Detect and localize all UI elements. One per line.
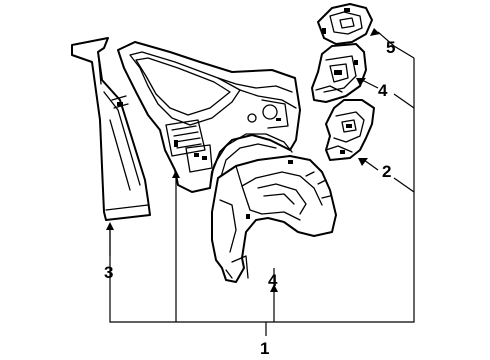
mid-bracket [311,43,367,103]
leader-arrowheads [106,28,380,292]
callout-4-lower: 4 [268,271,278,290]
callout-3: 3 [104,263,113,282]
lower-bracket [325,99,375,161]
callout-2: 2 [382,162,391,181]
callout-1: 1 [260,339,269,358]
callout-4-upper: 4 [378,81,388,100]
wheelhouse-panel [211,155,337,283]
leader-lines [109,31,415,336]
callout-5: 5 [386,38,395,57]
pillar-panel [71,37,151,221]
quarter-panel [117,41,301,193]
upper-bracket [317,3,373,45]
